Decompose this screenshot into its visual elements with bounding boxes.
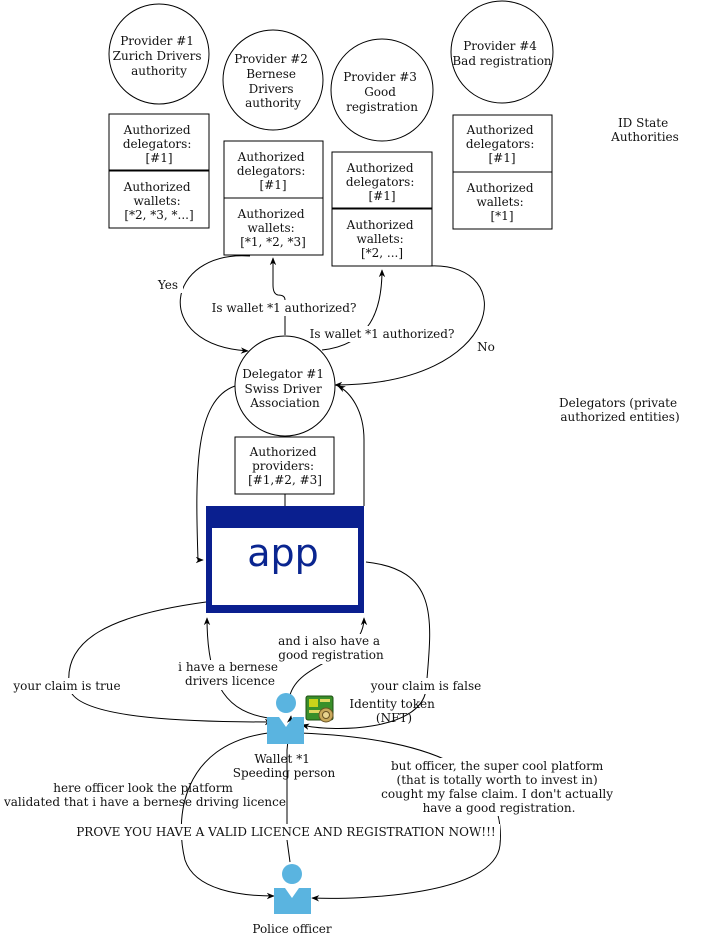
wallet-label: Wallet *1 Speeding person <box>233 752 336 780</box>
prove-label: PROVE YOU HAVE A VALID LICENCE AND REGIS… <box>76 825 496 839</box>
wallet-person-head <box>276 693 296 713</box>
police-officer-label: Police officer <box>252 922 332 935</box>
prove-line <box>286 729 291 863</box>
show-officer-arrow <box>180 732 275 900</box>
provider-2-circle <box>222 29 324 131</box>
police-officer-head <box>282 864 302 884</box>
registration-claim-label: and i also have a good registration <box>278 634 384 662</box>
provider-3-circle <box>330 38 434 142</box>
excuse-arrow <box>299 732 501 902</box>
officer-look-label: here officer look the platform validated… <box>3 781 286 809</box>
police-officer-body <box>274 888 311 914</box>
provider-2: Provider #2 Bernese Drivers authority Au… <box>222 29 324 256</box>
provider-2-delegators-label: Authorized delegators: [#1] <box>237 150 310 192</box>
nft-chip-icon <box>305 695 334 723</box>
bernese-claim-arrow <box>203 617 269 719</box>
no-arrow <box>334 265 485 389</box>
provider-2-wallets-label: Authorized wallets: [*1, *2, *3] <box>237 207 309 249</box>
authorized-providers-box <box>234 436 335 495</box>
query-arrow-provider-2 <box>269 257 286 335</box>
provider-3-wallets-label: Authorized wallets: [*2, ...] <box>346 218 418 260</box>
yes-label: Yes <box>157 278 178 292</box>
provider-4-label: Provider #4 Bad registration <box>452 39 552 68</box>
provider-4-delegators-label: Authorized delegators: [#1] <box>466 123 539 165</box>
app-to-delegator-arrow <box>337 385 365 506</box>
upper-connectors <box>179 255 485 389</box>
provider-3-delegators-label: Authorized delegators: [#1] <box>346 161 419 203</box>
provider-1-circle <box>108 3 210 105</box>
nft-label: Identity token (NFT) <box>349 697 438 725</box>
bernese-claim-label: i have a bernese drivers licence <box>178 660 282 688</box>
provider-1-wallets-label: Authorized wallets: [*2, *3, *...] <box>123 180 195 222</box>
id-state-authorities-label: ID State Authorities <box>610 116 679 144</box>
query-label-1: Is wallet *1 authorized? <box>212 301 357 315</box>
app-body <box>212 528 358 605</box>
wallet-person[interactable] <box>267 693 304 744</box>
provider-2-delegators-box <box>223 140 324 199</box>
provider-4-wallets-box <box>452 171 553 230</box>
provider-4-delegators-box <box>452 114 553 173</box>
delegator-1-label: Delegator #1 Swiss Driver Association <box>242 367 328 410</box>
provider-3-label: Provider #3 Good registration <box>343 70 421 114</box>
provider-2-label: Provider #2 Bernese Drivers authority <box>234 52 312 110</box>
yes-arrow <box>179 255 251 354</box>
delegator-to-app-arrow <box>195 385 236 564</box>
provider-4-circle <box>450 0 554 104</box>
claim-false-label: your claim is false <box>370 679 482 693</box>
app-window[interactable]: app <box>206 506 364 613</box>
query-label-2: Is wallet *1 authorized? <box>310 327 455 341</box>
wallet-person-body <box>267 717 304 744</box>
provider-3-delegators-box <box>331 151 433 209</box>
provider-2-wallets-box <box>223 197 324 256</box>
provider-1-delegators-box <box>108 113 210 171</box>
police-officer[interactable] <box>274 864 311 914</box>
delegator-1: Delegator #1 Swiss Driver Association Au… <box>234 335 336 506</box>
provider-1-wallets-box <box>108 170 210 229</box>
app-label: app <box>247 531 319 575</box>
provider-4-wallets-label: Authorized wallets: [*1] <box>466 181 538 223</box>
claim-true-label: your claim is true <box>12 679 120 693</box>
provider-4: Provider #4 Bad registration Authorized … <box>450 0 554 230</box>
excuse-label: but officer, the super cool platform (th… <box>381 759 617 815</box>
authorized-providers-label: Authorized providers: [#1,#2, #3] <box>248 445 322 487</box>
provider-1-label: Provider #1 Zurich Drivers authority <box>113 34 206 78</box>
provider-1: Provider #1 Zurich Drivers authority Aut… <box>108 3 210 229</box>
no-label: No <box>477 340 495 354</box>
query-arrow-provider-3 <box>321 269 386 351</box>
provider-3: Provider #3 Good registration Authorized… <box>330 38 434 267</box>
provider-1-delegators-label: Authorized delegators: [#1] <box>123 123 196 165</box>
delegator-app-connectors <box>195 385 365 564</box>
provider-3-wallets-box <box>331 208 433 267</box>
delegators-section-label: Delegators (private authorized entities) <box>559 396 681 424</box>
